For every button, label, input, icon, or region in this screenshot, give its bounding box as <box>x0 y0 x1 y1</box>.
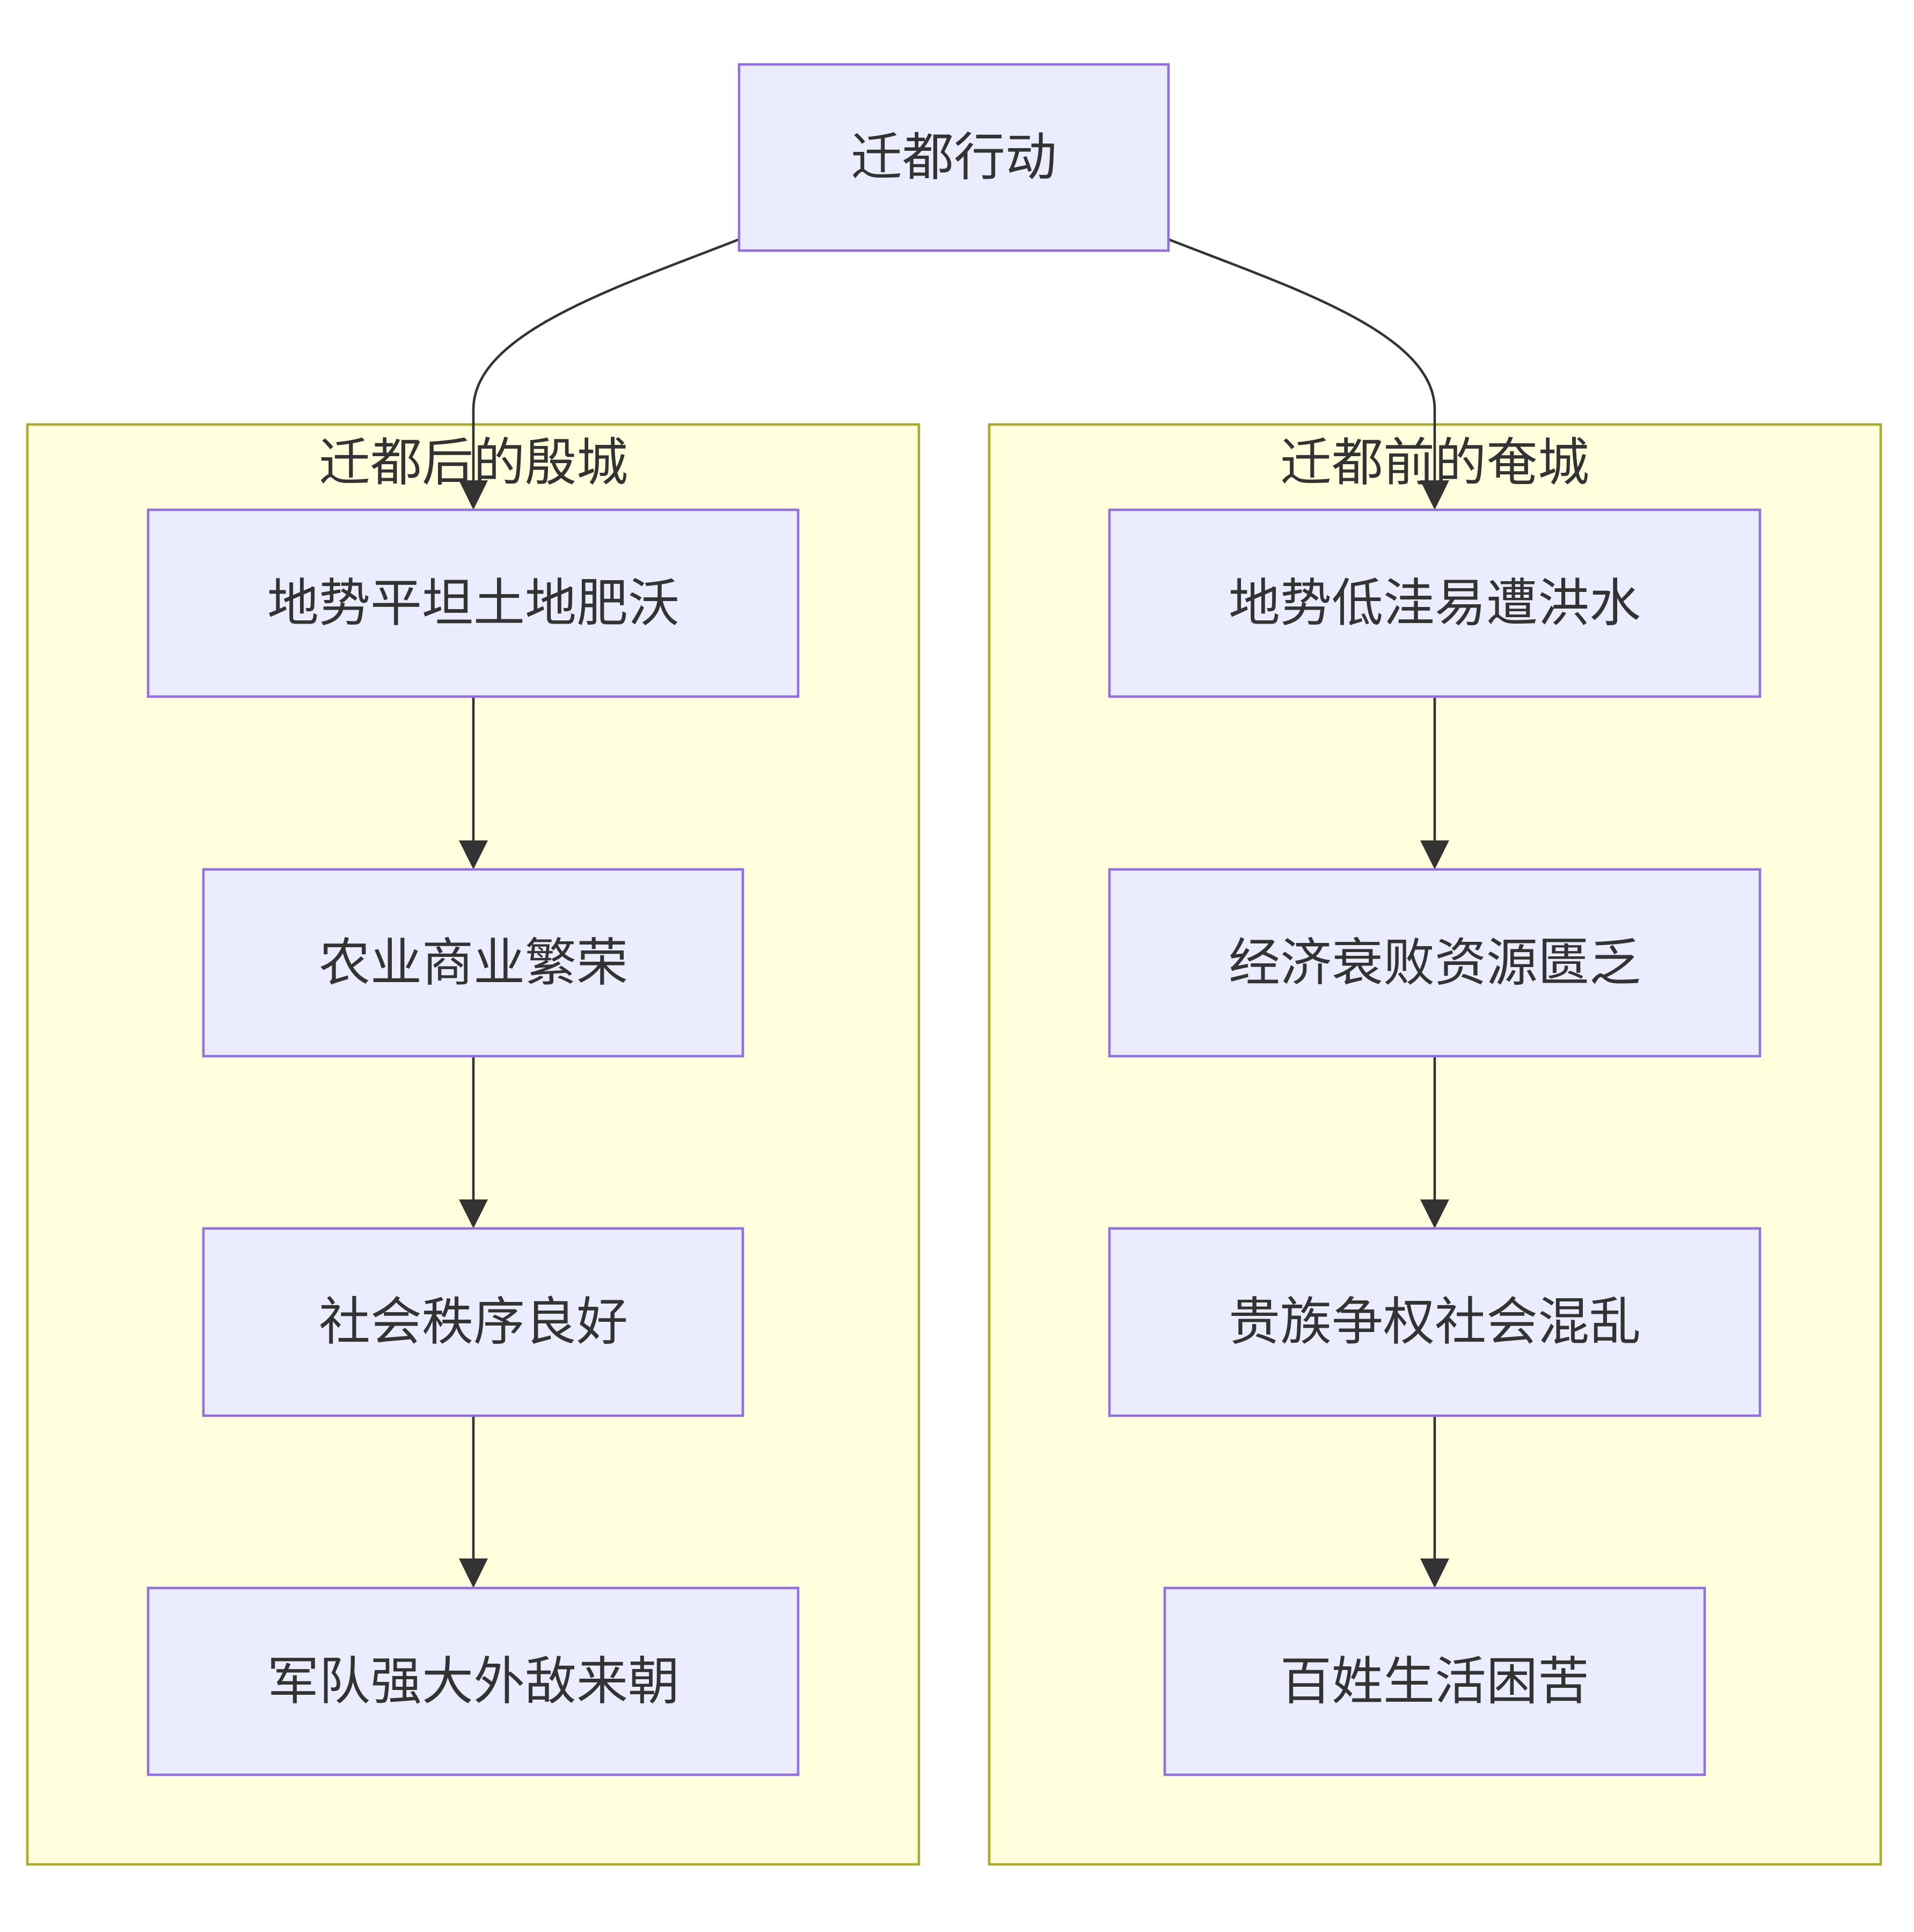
node-after-economy[interactable]: 农业商业繁荣 <box>202 868 744 1058</box>
arrow-head <box>459 1199 488 1228</box>
arrow-head <box>1420 480 1449 510</box>
node-before-society-label: 贵族争权社会混乱 <box>1229 1292 1641 1352</box>
arrow-head <box>1420 1558 1449 1588</box>
edges <box>459 238 1449 1588</box>
arrow-head <box>1420 1199 1449 1228</box>
edge-root-to-after-1 <box>472 238 740 480</box>
node-before-economy-label: 经济衰败资源匮乏 <box>1229 933 1641 993</box>
node-root-label: 迁都行动 <box>851 127 1057 187</box>
node-before-terrain[interactable]: 地势低洼易遭洪水 <box>1108 508 1762 698</box>
node-after-society-box <box>202 1227 744 1417</box>
node-before-people-box <box>1163 1586 1706 1776</box>
node-after-terrain-label: 地势平坦土地肥沃 <box>267 573 680 633</box>
node-root-box <box>737 63 1170 252</box>
arrow-head <box>1420 840 1449 869</box>
node-before-economy[interactable]: 经济衰败资源匮乏 <box>1108 868 1762 1058</box>
node-before-people-label: 百姓生活困苦 <box>1280 1651 1589 1711</box>
node-after-economy-label: 农业商业繁荣 <box>319 933 628 993</box>
node-after-society-label: 社会秩序良好 <box>319 1292 628 1352</box>
node-before-society[interactable]: 贵族争权社会混乱 <box>1108 1227 1762 1417</box>
node-before-society-box <box>1108 1227 1762 1417</box>
node-after-economy-box <box>202 868 744 1058</box>
node-after-military-label: 军队强大外敌来朝 <box>267 1651 680 1711</box>
node-after-terrain-box <box>147 508 800 698</box>
arrow-head <box>459 480 488 510</box>
node-root[interactable]: 迁都行动 <box>737 63 1170 252</box>
node-before-economy-box <box>1108 868 1762 1058</box>
node-after-terrain[interactable]: 地势平坦土地肥沃 <box>147 508 800 698</box>
arrow-head <box>459 1558 488 1588</box>
node-after-military-box <box>147 1586 800 1776</box>
arrow-head <box>459 840 488 869</box>
node-before-terrain-label: 地势低洼易遭洪水 <box>1229 573 1641 633</box>
node-before-people[interactable]: 百姓生活困苦 <box>1163 1586 1706 1776</box>
node-after-military[interactable]: 军队强大外敌来朝 <box>147 1586 800 1776</box>
edge-root-to-before-1 <box>1168 238 1436 480</box>
node-before-terrain-box <box>1108 508 1762 698</box>
node-after-society[interactable]: 社会秩序良好 <box>202 1227 744 1417</box>
